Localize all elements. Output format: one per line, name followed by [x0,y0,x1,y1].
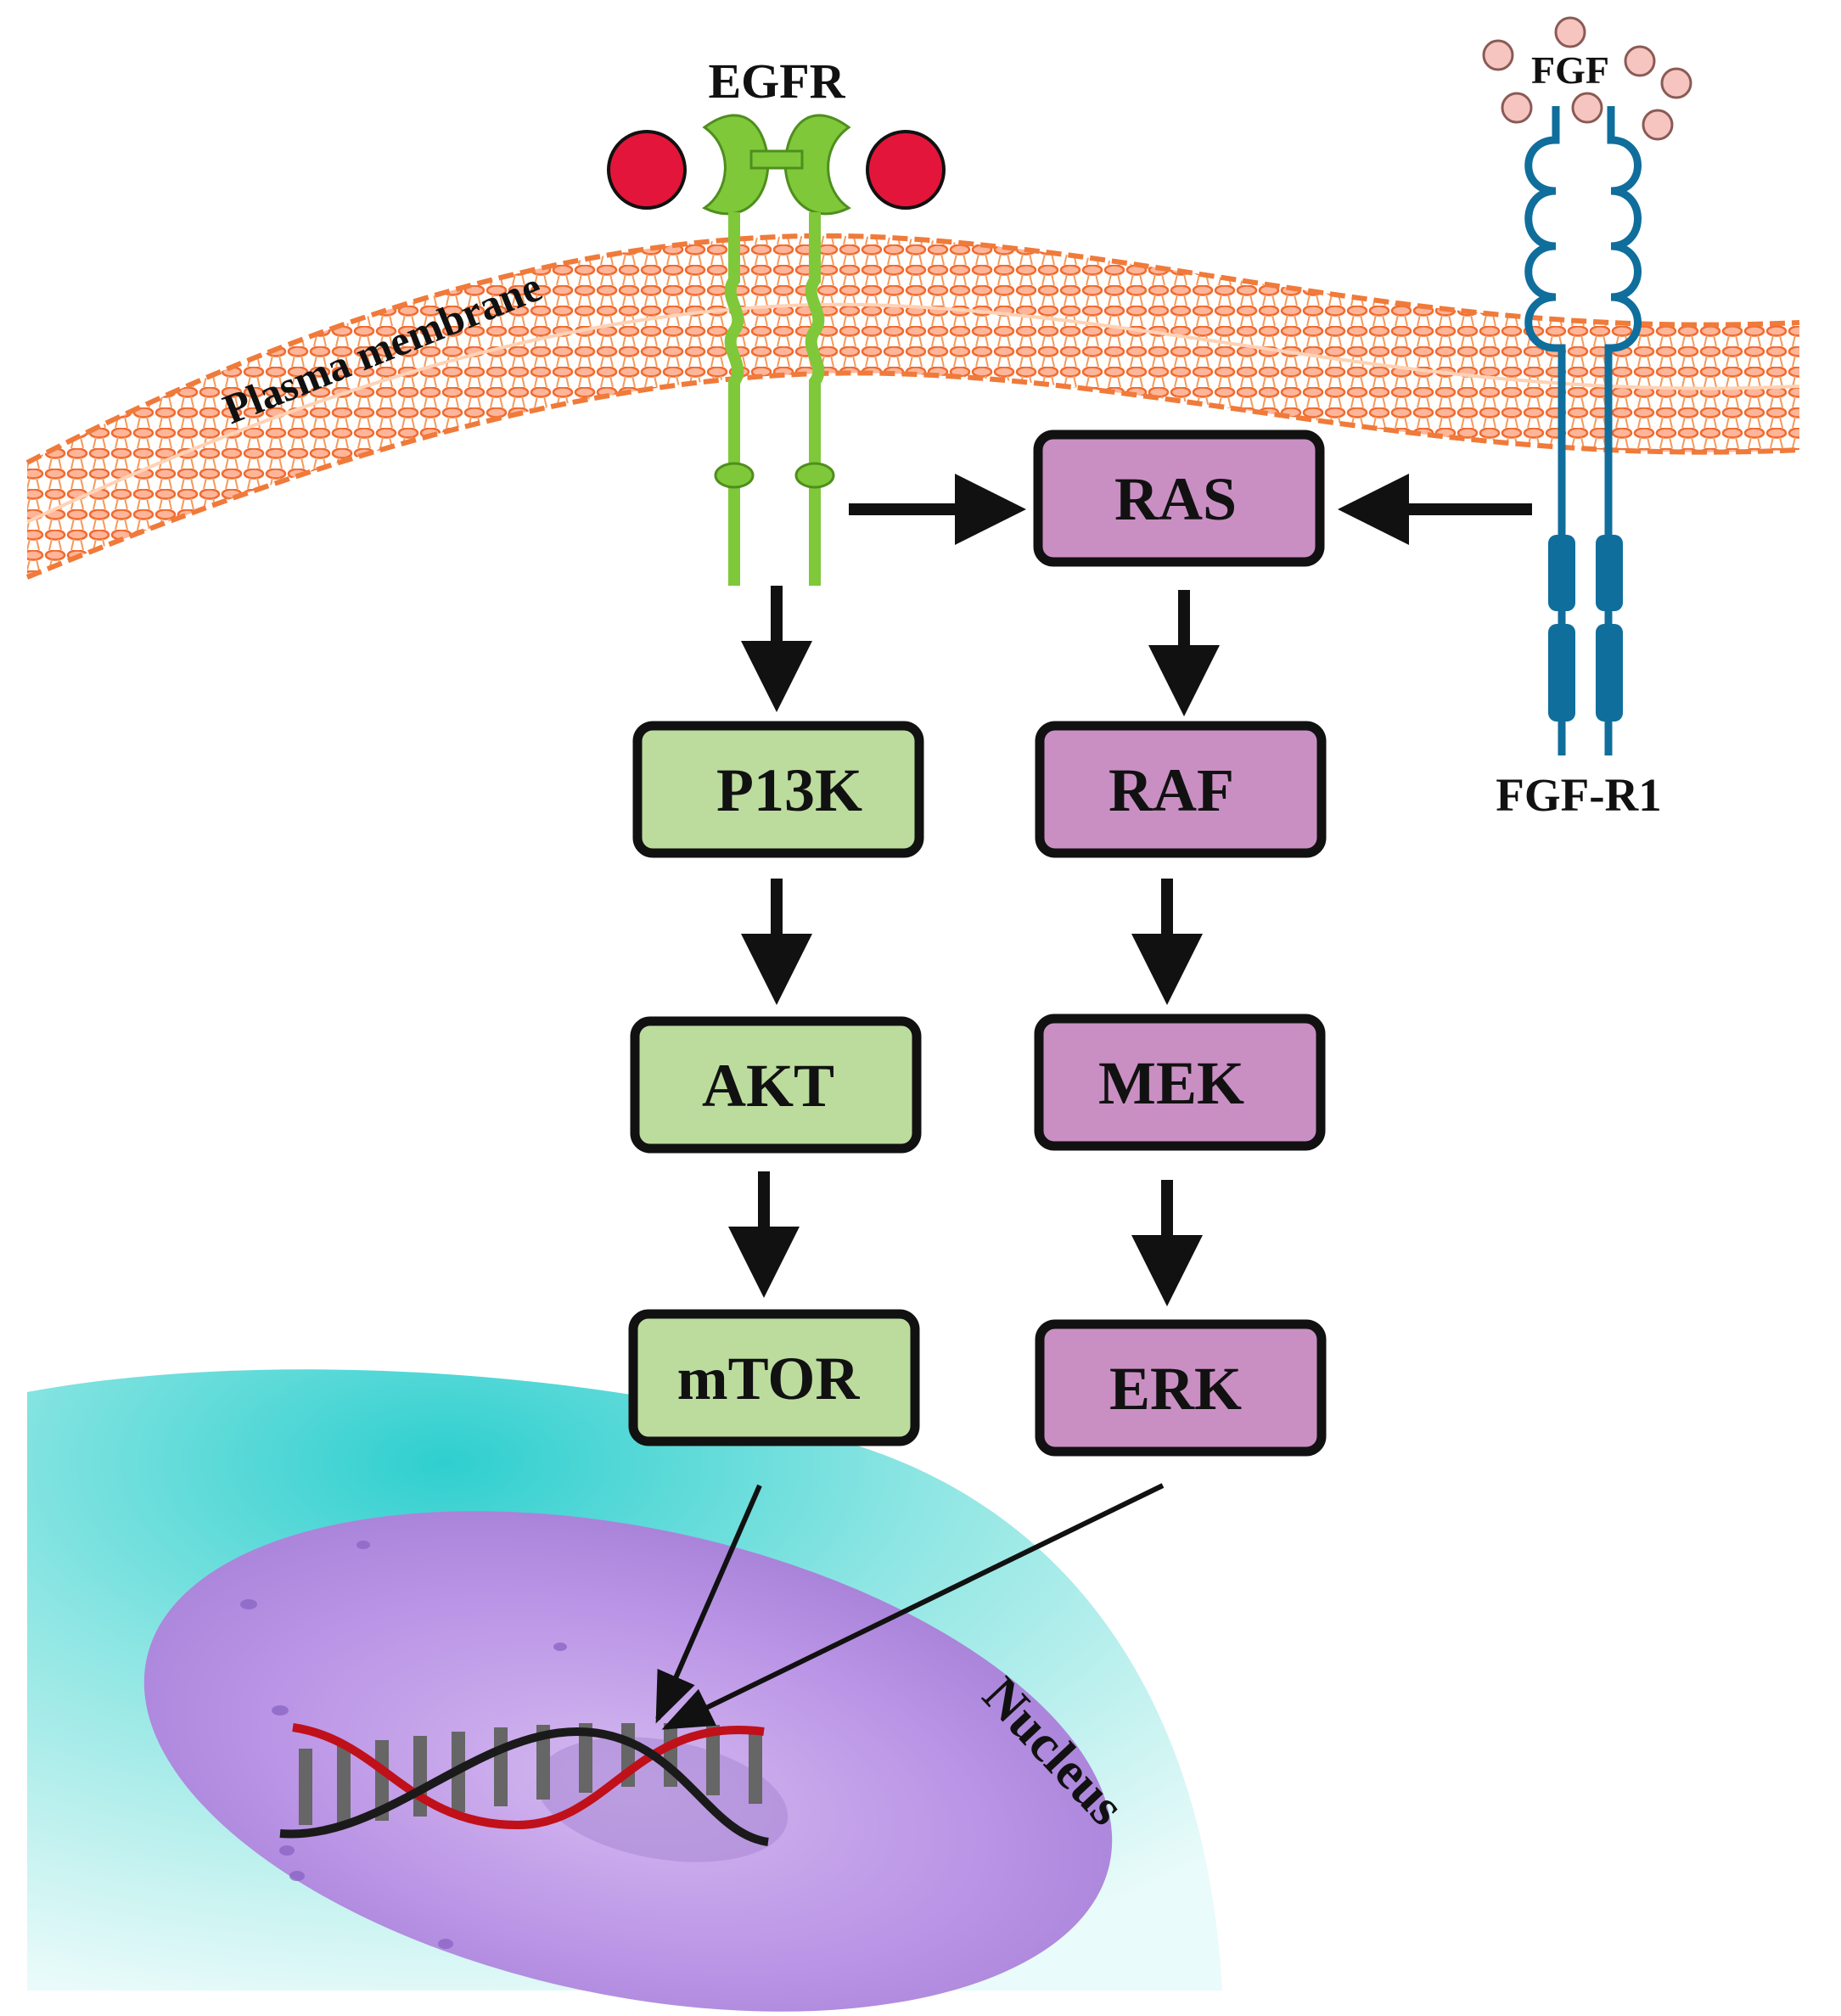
egf-ligand-right [866,130,946,210]
erk-node: ERK [1035,1319,1327,1457]
mtor-node: mTOR [628,1309,920,1446]
dna-strand-red [292,1723,765,1830]
arrow-erk-to-dna [661,1483,1165,1730]
ras-label: RAS [1114,465,1237,533]
fgf-label: FGF [1531,48,1609,92]
ras-node: RAS [1033,430,1325,567]
akt-node: AKT [630,1016,922,1154]
raf-label: RAF [1109,756,1234,824]
mapk-pathway: RAS RAF MEK ERK [1033,430,1327,1457]
pi3k-pathway: P13K AKT mTOR [628,721,924,1446]
akt-label: AKT [702,1052,834,1120]
egfr-receptor: EGFR [607,53,946,586]
pi3k-label: P13K [716,756,862,824]
plasma-membrane [25,233,1800,580]
arrow-mtor-to-dna [655,1484,762,1724]
mtor-label: mTOR [677,1345,861,1412]
dna-helix [279,1723,769,1846]
erk-label: ERK [1109,1355,1242,1423]
dna-strand-black [279,1727,769,1846]
pi3k-node: P13K [632,721,924,858]
fgf-ligands [1482,16,1692,141]
raf-node: RAF [1035,721,1327,858]
fgfr1-label: FGF-R1 [1496,769,1662,821]
egf-ligand-left [607,130,687,210]
mek-node: MEK [1034,1014,1326,1151]
pathway-arrows [655,474,1532,1730]
mek-label: MEK [1098,1049,1244,1117]
fgfr1-receptor: FGF FGF-R1 [1482,16,1692,821]
egfr-label: EGFR [708,53,845,109]
